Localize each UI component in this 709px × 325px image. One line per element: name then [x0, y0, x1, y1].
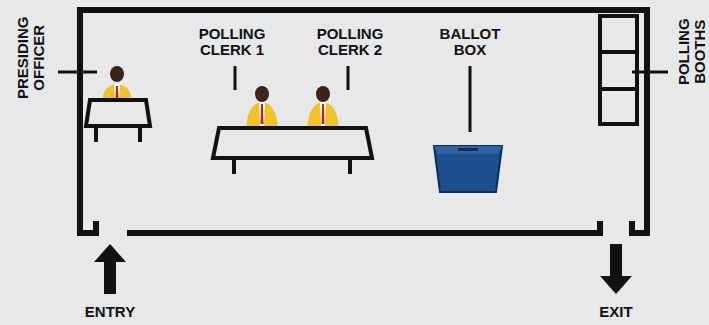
room-walls — [80, 10, 647, 233]
clerk-figures — [246, 86, 339, 128]
clerk-label: POLLING CLERK 2 — [304, 26, 396, 58]
presiding-desk — [86, 100, 150, 142]
clerk-table — [213, 128, 372, 174]
polling-booths-label: POLLING BOOTHS — [676, 4, 708, 100]
presiding-officer-figure — [102, 66, 132, 100]
presiding-officer-label: PRESIDING OFFICER — [15, 2, 47, 114]
entry-label: ENTRY — [65, 304, 155, 320]
flow-arrows — [94, 244, 632, 294]
polling-booths — [600, 16, 637, 124]
leader-lines — [58, 66, 668, 132]
ballot-box-label: BALLOT BOX — [428, 26, 512, 58]
exit-label: EXIT — [571, 304, 661, 320]
clerk-label: POLLING CLERK 1 — [186, 26, 278, 58]
ballot-box — [434, 146, 502, 192]
